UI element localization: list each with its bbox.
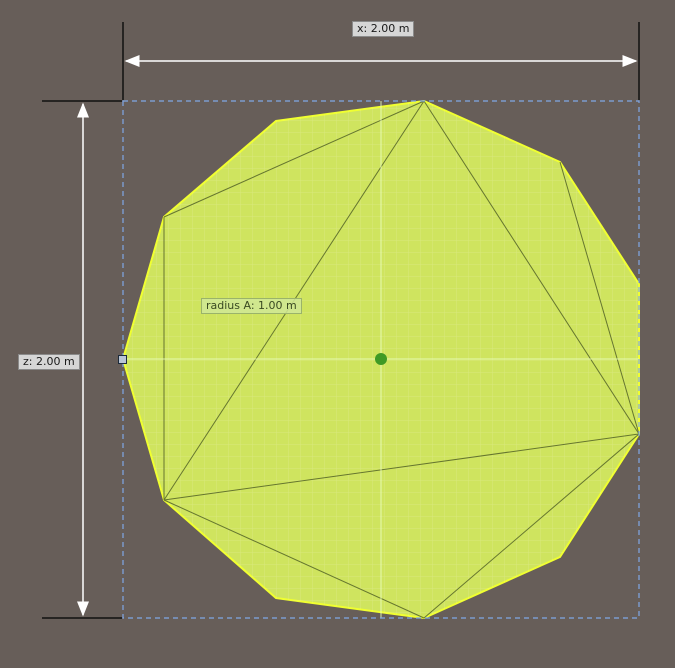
bounding-box (122, 100, 640, 619)
radius-label: radius A: 1.00 m (201, 298, 302, 314)
z-dimension-label: z: 2.00 m (18, 354, 80, 370)
pivot-dot-icon[interactable] (375, 353, 387, 365)
square-handle-icon[interactable] (118, 355, 127, 364)
x-dimension-label: x: 2.00 m (352, 21, 415, 37)
